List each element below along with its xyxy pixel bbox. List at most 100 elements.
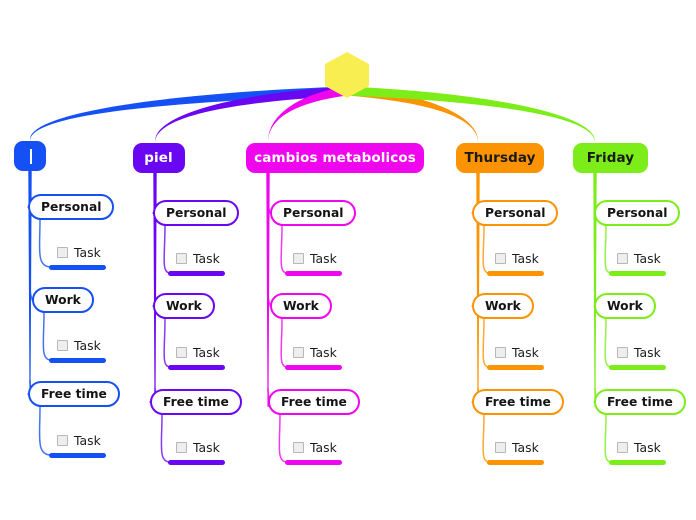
task-item[interactable]: Task [57, 338, 101, 353]
task-item[interactable]: Task [176, 440, 220, 455]
task-checkbox[interactable] [176, 442, 187, 453]
main-branch-edge [268, 86, 347, 143]
connector-edge [482, 318, 490, 368]
task-label: Task [634, 345, 661, 360]
connector-edge [604, 414, 612, 463]
subnode-4-2[interactable]: Work [472, 293, 534, 319]
task-checkbox[interactable] [495, 442, 506, 453]
connector-edge [482, 225, 490, 274]
task-checkbox[interactable] [293, 347, 304, 358]
subnode-5-3[interactable]: Free time [594, 389, 686, 415]
subnode-label: Work [283, 299, 319, 313]
connector-edge [42, 312, 52, 361]
branch-node-2[interactable]: piel [133, 143, 185, 173]
task-label: Task [74, 338, 101, 353]
subnode-label: Personal [607, 206, 668, 220]
task-checkbox[interactable] [617, 442, 628, 453]
subnode-label: Free time [607, 395, 673, 409]
task-label: Task [74, 433, 101, 448]
task-label: Task [634, 251, 661, 266]
connector-edge [163, 225, 171, 274]
task-item[interactable]: Task [617, 440, 661, 455]
subnode-label: Work [485, 299, 521, 313]
task-item[interactable]: Task [495, 345, 539, 360]
subnode-4-3[interactable]: Free time [472, 389, 564, 415]
subnode-label: Free time [41, 387, 107, 401]
task-underline [285, 365, 342, 370]
subnode-2-1[interactable]: Personal [153, 200, 240, 226]
task-label: Task [634, 440, 661, 455]
task-checkbox[interactable] [495, 347, 506, 358]
connector-edge [160, 414, 171, 463]
connector-edge [604, 225, 612, 274]
task-item[interactable]: Task [57, 433, 101, 448]
task-underline [168, 460, 225, 465]
task-label: Task [310, 345, 337, 360]
subnode-5-1[interactable]: Personal [594, 200, 681, 226]
subnode-4-1[interactable]: Personal [472, 200, 559, 226]
subnode-5-2[interactable]: Work [594, 293, 656, 319]
branch-node-label: piel [144, 150, 173, 166]
task-item[interactable]: Task [495, 440, 539, 455]
branch-node-5[interactable]: Friday [573, 143, 648, 173]
branch-spine [266, 173, 270, 407]
subnode-1-1[interactable]: Personal [28, 194, 115, 220]
branch-node-label: Thursday [464, 150, 536, 166]
subnode-1-3[interactable]: Free time [28, 381, 120, 407]
task-underline [168, 365, 225, 370]
task-label: Task [193, 251, 220, 266]
task-item[interactable]: Task [293, 345, 337, 360]
task-item[interactable]: Task [176, 251, 220, 266]
connector-edge [163, 318, 171, 368]
task-label: Task [512, 440, 539, 455]
task-checkbox[interactable] [57, 435, 68, 446]
subnode-3-3[interactable]: Free time [268, 389, 360, 415]
subnode-label: Personal [283, 206, 344, 220]
task-checkbox[interactable] [176, 253, 187, 264]
task-checkbox[interactable] [57, 247, 68, 258]
task-checkbox[interactable] [57, 340, 68, 351]
main-branch-edge [347, 86, 478, 143]
main-branch-edge [30, 86, 347, 141]
task-underline [609, 460, 666, 465]
branch-node-4[interactable]: Thursday [456, 143, 544, 173]
central-node[interactable] [325, 52, 369, 98]
task-underline [487, 460, 544, 465]
subnode-label: Free time [485, 395, 551, 409]
task-checkbox[interactable] [617, 347, 628, 358]
task-underline [487, 271, 544, 276]
task-underline [49, 265, 106, 270]
subnode-3-2[interactable]: Work [270, 293, 332, 319]
task-checkbox[interactable] [495, 253, 506, 264]
task-item[interactable]: Task [293, 440, 337, 455]
task-checkbox[interactable] [293, 442, 304, 453]
subnode-1-2[interactable]: Work [32, 287, 94, 313]
branch-node-label: Friday [586, 150, 635, 166]
main-branch-edge [155, 86, 347, 143]
subnode-label: Free time [163, 395, 229, 409]
text-cursor [29, 148, 32, 164]
subnode-label: Personal [41, 200, 102, 214]
subnode-2-3[interactable]: Free time [150, 389, 242, 415]
task-item[interactable]: Task [176, 345, 220, 360]
task-checkbox[interactable] [617, 253, 628, 264]
task-item[interactable]: Task [617, 345, 661, 360]
task-underline [49, 358, 106, 363]
subnode-label: Personal [485, 206, 546, 220]
branch-node-1[interactable] [14, 141, 46, 171]
subnode-3-1[interactable]: Personal [270, 200, 357, 226]
connector-edge [38, 219, 52, 268]
task-item[interactable]: Task [57, 245, 101, 260]
task-checkbox[interactable] [176, 347, 187, 358]
subnode-2-2[interactable]: Work [153, 293, 215, 319]
task-item[interactable]: Task [293, 251, 337, 266]
task-checkbox[interactable] [293, 253, 304, 264]
task-label: Task [193, 345, 220, 360]
task-item[interactable]: Task [495, 251, 539, 266]
task-item[interactable]: Task [617, 251, 661, 266]
subnode-label: Free time [281, 395, 347, 409]
connector-edge [278, 414, 288, 463]
task-underline [487, 365, 544, 370]
branch-node-3[interactable]: cambios metabolicos [246, 143, 424, 173]
